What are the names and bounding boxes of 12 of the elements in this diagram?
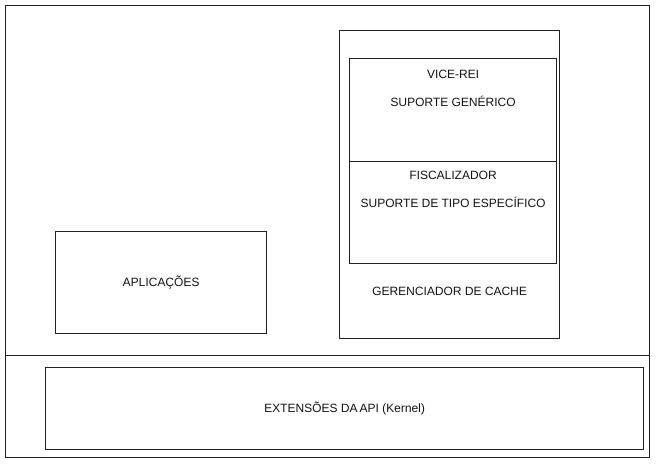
cache-manager-box xyxy=(339,30,560,339)
api-extensions-box xyxy=(45,367,644,450)
module-box xyxy=(349,58,557,162)
module-box xyxy=(349,161,557,264)
box-label: GERENCIADOR DE CACHE xyxy=(372,284,527,298)
box-label: VICE-REI xyxy=(426,67,479,81)
box-description: SUPORTE DE TIPO ESPECÍFICO xyxy=(360,196,546,210)
box-label: APLICAÇÕES xyxy=(122,275,200,289)
application-box xyxy=(55,231,267,334)
box-label: EXTENSÕES DA API (Kernel) xyxy=(264,401,425,415)
box-description: SUPORTE GENÉRICO xyxy=(390,95,516,109)
box-label: FISCALIZADOR xyxy=(409,168,497,182)
